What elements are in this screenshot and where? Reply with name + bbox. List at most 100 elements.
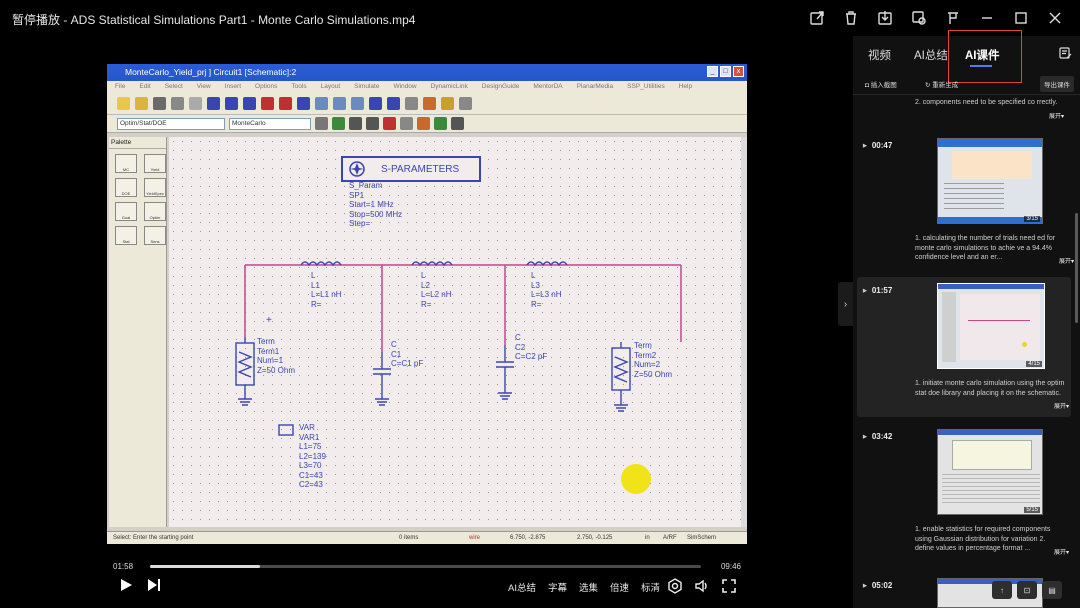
thumb-text xyxy=(944,183,1004,213)
status-coord1: 6.750, -2.875 xyxy=(510,535,546,541)
term2-text: Term Term2 Num=2 Z=50 Ohm xyxy=(634,341,673,379)
total-time: 09:46 xyxy=(720,562,741,571)
rotate-icon xyxy=(243,97,256,110)
chevron-right-icon: › xyxy=(843,298,848,310)
share-icon[interactable] xyxy=(806,8,828,28)
slide-thumbnail[interactable]: 4/15 xyxy=(937,283,1045,369)
ads-menu-item: Insert xyxy=(224,83,242,90)
next-icon[interactable] xyxy=(147,578,161,592)
thumb-dialog xyxy=(952,440,1032,470)
palette-item: Yield xyxy=(144,154,166,173)
ads-menu-item: Options xyxy=(255,83,278,90)
pop-icon xyxy=(387,97,400,110)
delete-icon[interactable] xyxy=(840,8,862,28)
slide-thumbnail[interactable]: 3/15 xyxy=(937,138,1043,224)
tune-icon xyxy=(441,97,454,110)
slide-thumbnail[interactable]: 5/15 xyxy=(937,429,1043,515)
thumb-header xyxy=(938,284,1044,289)
screen-capture-icon[interactable] xyxy=(908,8,930,28)
sp-component-box: S-PARAMETERS xyxy=(341,156,481,182)
wire-icon xyxy=(405,97,418,110)
undo-icon xyxy=(261,97,274,110)
courseware-actions: ◘ 插入截图 ↻ 重新生成 导出课件 xyxy=(853,76,1080,92)
locate-current-button[interactable]: ⊡ xyxy=(1017,581,1037,599)
sp-symbol-icon xyxy=(349,161,365,177)
fullscreen-icon[interactable] xyxy=(721,578,738,594)
subtitle-button[interactable]: 字幕 xyxy=(547,583,567,594)
item-time[interactable]: 03:42 xyxy=(863,432,892,441)
status-unit: in xyxy=(645,535,650,541)
notes-icon[interactable] xyxy=(1058,46,1072,60)
sp-params-text: S_Param SP1 Start=1 MHz Stop=500 MHz Ste… xyxy=(349,181,403,228)
item-time[interactable]: 01:57 xyxy=(863,286,892,295)
schematic-wires: + xyxy=(235,261,682,436)
page-number: 3/15 xyxy=(1024,216,1040,222)
ads-close-icon: x xyxy=(733,66,744,77)
ads-menu-item: PlanarMedia xyxy=(576,83,614,90)
thumb-cursor xyxy=(1022,342,1027,347)
list-item-active[interactable]: 01:57 4/15 1. initiate monte carlo simul… xyxy=(857,277,1071,417)
video-frame[interactable]: MonteCarlo_Yield_prj ] Circuit1 [Schemat… xyxy=(107,64,747,544)
list-item[interactable]: 03:42 5/15 1. enable statistics for requ… xyxy=(857,419,1071,569)
ads-menu-item: DesignGuide xyxy=(481,83,520,90)
sidebar: 视频 AI总结 AI课件 ◘ 插入截图 ↻ 重新生成 导出课件 2. compo… xyxy=(853,30,1080,608)
episodes-button[interactable]: 选集 xyxy=(579,583,599,594)
c2-text: C C2 C=C2 pF xyxy=(515,333,548,361)
ads-menu-item: Help xyxy=(678,83,693,90)
expand-button[interactable]: 展开▾ xyxy=(1053,404,1069,410)
expand-button[interactable]: 展开▾ xyxy=(1053,550,1069,556)
zoom-icon xyxy=(315,97,328,110)
maximize-icon[interactable] xyxy=(1010,8,1032,28)
video-player[interactable]: MonteCarlo_Yield_prj ] Circuit1 [Schemat… xyxy=(0,36,853,608)
component-combo: MonteCarlo xyxy=(229,117,311,130)
close-icon[interactable] xyxy=(1044,8,1066,28)
thumb-footer xyxy=(938,217,1042,223)
expand-label: 展开 xyxy=(1053,550,1066,556)
speed-button[interactable]: 倍速 xyxy=(610,583,630,594)
palette-item: Stat xyxy=(115,226,137,245)
status-coord2: 2.750, -0.125 xyxy=(577,535,613,541)
scroll-top-button[interactable]: ↑ xyxy=(992,581,1012,599)
ads-menu-item: Simulate xyxy=(354,83,380,90)
regenerate-button[interactable]: ↻ 重新生成 xyxy=(925,79,958,89)
l2-text: L L2 L=L2 nH R= xyxy=(421,271,452,309)
expand-button[interactable]: 展开▾ xyxy=(1049,114,1065,120)
progress-bar[interactable] xyxy=(150,565,701,568)
volume-icon[interactable] xyxy=(694,578,711,594)
tab-ai-courseware[interactable]: AI课件 xyxy=(965,50,1000,62)
insert-screenshot-button[interactable]: ◘ 插入截图 xyxy=(865,79,897,89)
pin-icon[interactable] xyxy=(942,8,964,28)
progress-fill xyxy=(150,565,261,568)
save-icon xyxy=(153,97,166,110)
canvas-scrollbar xyxy=(741,137,747,527)
tab-ai-summary[interactable]: AI总结 xyxy=(914,50,948,62)
status-mode: wire xyxy=(469,535,481,541)
courseware-list: 2. components need to be specified co rr… xyxy=(853,95,1080,608)
var-text: VAR VAR1 L1=75 L2=139 L3=70 C1=43 C2=43 xyxy=(299,423,326,489)
minimize-icon[interactable] xyxy=(976,8,998,28)
download-icon[interactable] xyxy=(874,8,896,28)
ads-maximize-icon: □ xyxy=(720,66,731,77)
quality-button[interactable]: 标清 xyxy=(641,583,661,594)
list-item[interactable]: 00:47 3/15 1. calculating the number of … xyxy=(857,135,1074,275)
export-button[interactable]: 导出课件 xyxy=(1040,76,1074,92)
play-icon[interactable] xyxy=(119,578,133,592)
expand-button[interactable]: 展开▾ xyxy=(1058,259,1074,265)
ads-menu-item: Tools xyxy=(291,83,307,90)
ads-menu-item: View xyxy=(196,83,211,90)
collapse-panel-button[interactable]: ▤ xyxy=(1042,581,1062,599)
thumb-header xyxy=(938,430,1042,435)
ads-title-text: MonteCarlo_Yield_prj ] Circuit1 [Schemat… xyxy=(125,67,297,77)
tab-video[interactable]: 视频 xyxy=(868,50,891,62)
sidebar-scrollbar[interactable] xyxy=(1075,213,1078,323)
active-tab-indicator xyxy=(970,65,992,67)
item-time[interactable]: 05:02 xyxy=(863,581,892,590)
push-icon xyxy=(369,97,382,110)
insert-icon xyxy=(207,97,220,110)
ai-summary-button[interactable]: AI总结 xyxy=(508,583,536,594)
term1-text: Term Term1 Num=1 Z=50 Ohm xyxy=(257,337,296,375)
collapse-sidebar-button[interactable]: › xyxy=(838,282,853,326)
settings-icon[interactable] xyxy=(667,578,684,594)
item-time[interactable]: 00:47 xyxy=(863,141,892,150)
status-hint: Select: Enter the starting point xyxy=(113,535,194,541)
